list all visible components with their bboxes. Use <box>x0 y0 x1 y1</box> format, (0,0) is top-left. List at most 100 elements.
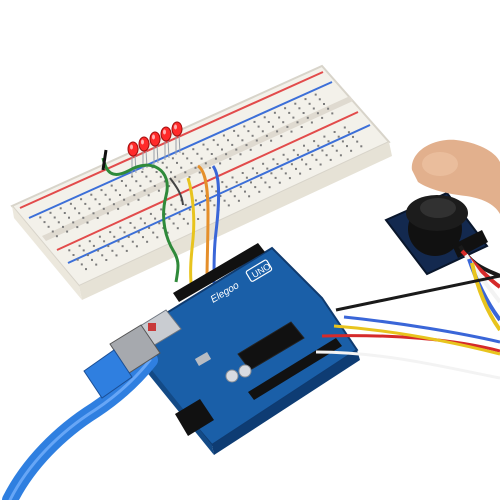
breadboard-hole <box>188 208 191 211</box>
breadboard-hole <box>280 167 283 170</box>
led-highlight <box>163 129 166 135</box>
breadboard-hole <box>233 129 236 132</box>
breadboard-hole <box>311 154 314 157</box>
breadboard-hole <box>219 162 222 165</box>
breadboard-hole <box>286 158 289 161</box>
breadboard-hole <box>78 212 81 215</box>
breadboard-hole <box>200 157 203 160</box>
breadboard-hole <box>335 149 338 152</box>
breadboard-hole <box>215 190 218 193</box>
breadboard-hole <box>129 222 132 224</box>
breadboard-hole <box>202 143 205 146</box>
breadboard-hole <box>72 254 75 256</box>
breadboard-hole <box>159 175 162 178</box>
breadboard-hole <box>51 230 54 233</box>
breadboard-hole <box>360 145 363 148</box>
breadboard-hole <box>94 198 97 201</box>
breadboard-hole <box>178 213 181 216</box>
breadboard-hole <box>272 158 275 161</box>
breadboard-hole <box>343 126 346 129</box>
breadboard-hole <box>244 190 246 193</box>
breadboard-hole <box>346 145 348 148</box>
breadboard-hole <box>90 193 93 196</box>
breadboard-hole <box>231 143 234 146</box>
breadboard-hole <box>109 231 112 234</box>
red-leds <box>127 121 183 175</box>
blue-jumper-wire <box>211 165 221 284</box>
led-highlight <box>141 139 144 145</box>
breadboard-hole <box>270 139 273 142</box>
breadboard-hole <box>156 236 159 239</box>
breadboard-hole <box>147 194 150 197</box>
breadboard-hole <box>302 112 305 114</box>
breadboard-hole <box>321 116 324 119</box>
led-highlight <box>130 144 133 150</box>
breadboard-hole <box>265 134 268 137</box>
led-highlight <box>174 124 177 130</box>
breadboard-hole <box>80 263 83 266</box>
breadboard-hole <box>239 153 242 156</box>
breadboard-hole <box>282 153 285 156</box>
breadboard-hole <box>288 177 291 180</box>
breadboard-hole <box>199 204 201 207</box>
breadboard-hole <box>139 217 142 220</box>
led-leg <box>134 154 137 174</box>
breadboard-hole <box>261 130 264 133</box>
breadboard-hole <box>148 226 151 229</box>
breadboard-hole <box>313 140 316 143</box>
breadboard-hole <box>203 208 206 211</box>
breadboard-hole <box>66 230 69 233</box>
breadboard-rail-red-top <box>19 71 324 209</box>
breadboard-hole <box>264 181 267 184</box>
breadboard-hole <box>174 208 177 211</box>
breadboard-hole <box>295 167 297 170</box>
breadboard-hole <box>182 152 185 155</box>
breadboard-hole <box>53 216 56 219</box>
breadboard-hole <box>186 157 189 160</box>
breadboard-hole <box>47 225 50 228</box>
breadboard-hole <box>135 245 138 248</box>
crystal-oscillator <box>194 352 212 366</box>
breadboard-hole <box>186 222 189 225</box>
breadboard-hole <box>239 185 242 188</box>
breadboard-hole <box>248 195 251 198</box>
breadboard-hole <box>307 149 310 152</box>
breadboard-hole <box>111 249 114 252</box>
breadboard-hole <box>298 107 301 110</box>
breadboard-hole <box>146 240 149 243</box>
breadboard-hole <box>57 221 60 224</box>
green-jumper-wire <box>101 157 180 283</box>
breadboard-hole <box>133 194 136 197</box>
breadboard-hole <box>168 217 171 220</box>
breadboard-hole <box>266 167 269 170</box>
breadboard-hole <box>190 162 193 165</box>
breadboard-hole <box>168 185 171 188</box>
joystick-wires <box>315 244 500 380</box>
breadboard-hole <box>197 218 200 220</box>
breadboard-hole <box>113 235 116 238</box>
breadboard-hole <box>123 198 126 201</box>
breadboard-hole <box>131 240 134 243</box>
breadboard-hole <box>88 207 91 210</box>
fingernail <box>422 152 458 176</box>
breadboard-hole <box>204 162 207 165</box>
red-led <box>149 131 161 147</box>
joystick-module <box>384 191 489 276</box>
breadboard-hole <box>182 217 185 220</box>
breadboard-hole <box>237 199 240 202</box>
breadboard-hole <box>198 171 201 174</box>
breadboard-hole <box>158 222 161 225</box>
breadboard-hole <box>253 120 256 123</box>
breadboard-hole <box>329 158 332 161</box>
breadboard-hole <box>165 166 168 169</box>
breadboard-hole <box>296 121 299 124</box>
breadboard-hole <box>290 130 293 133</box>
breadboard-hole <box>108 198 111 201</box>
breadboard-hole <box>160 208 163 211</box>
breadboard-hole <box>200 190 203 193</box>
breadboard-hole <box>63 212 66 214</box>
breadboard-hole <box>292 149 295 152</box>
breadboard-jumper-wires <box>101 149 221 284</box>
breadboard-hole <box>172 222 175 225</box>
breadboard-hole <box>231 176 234 179</box>
